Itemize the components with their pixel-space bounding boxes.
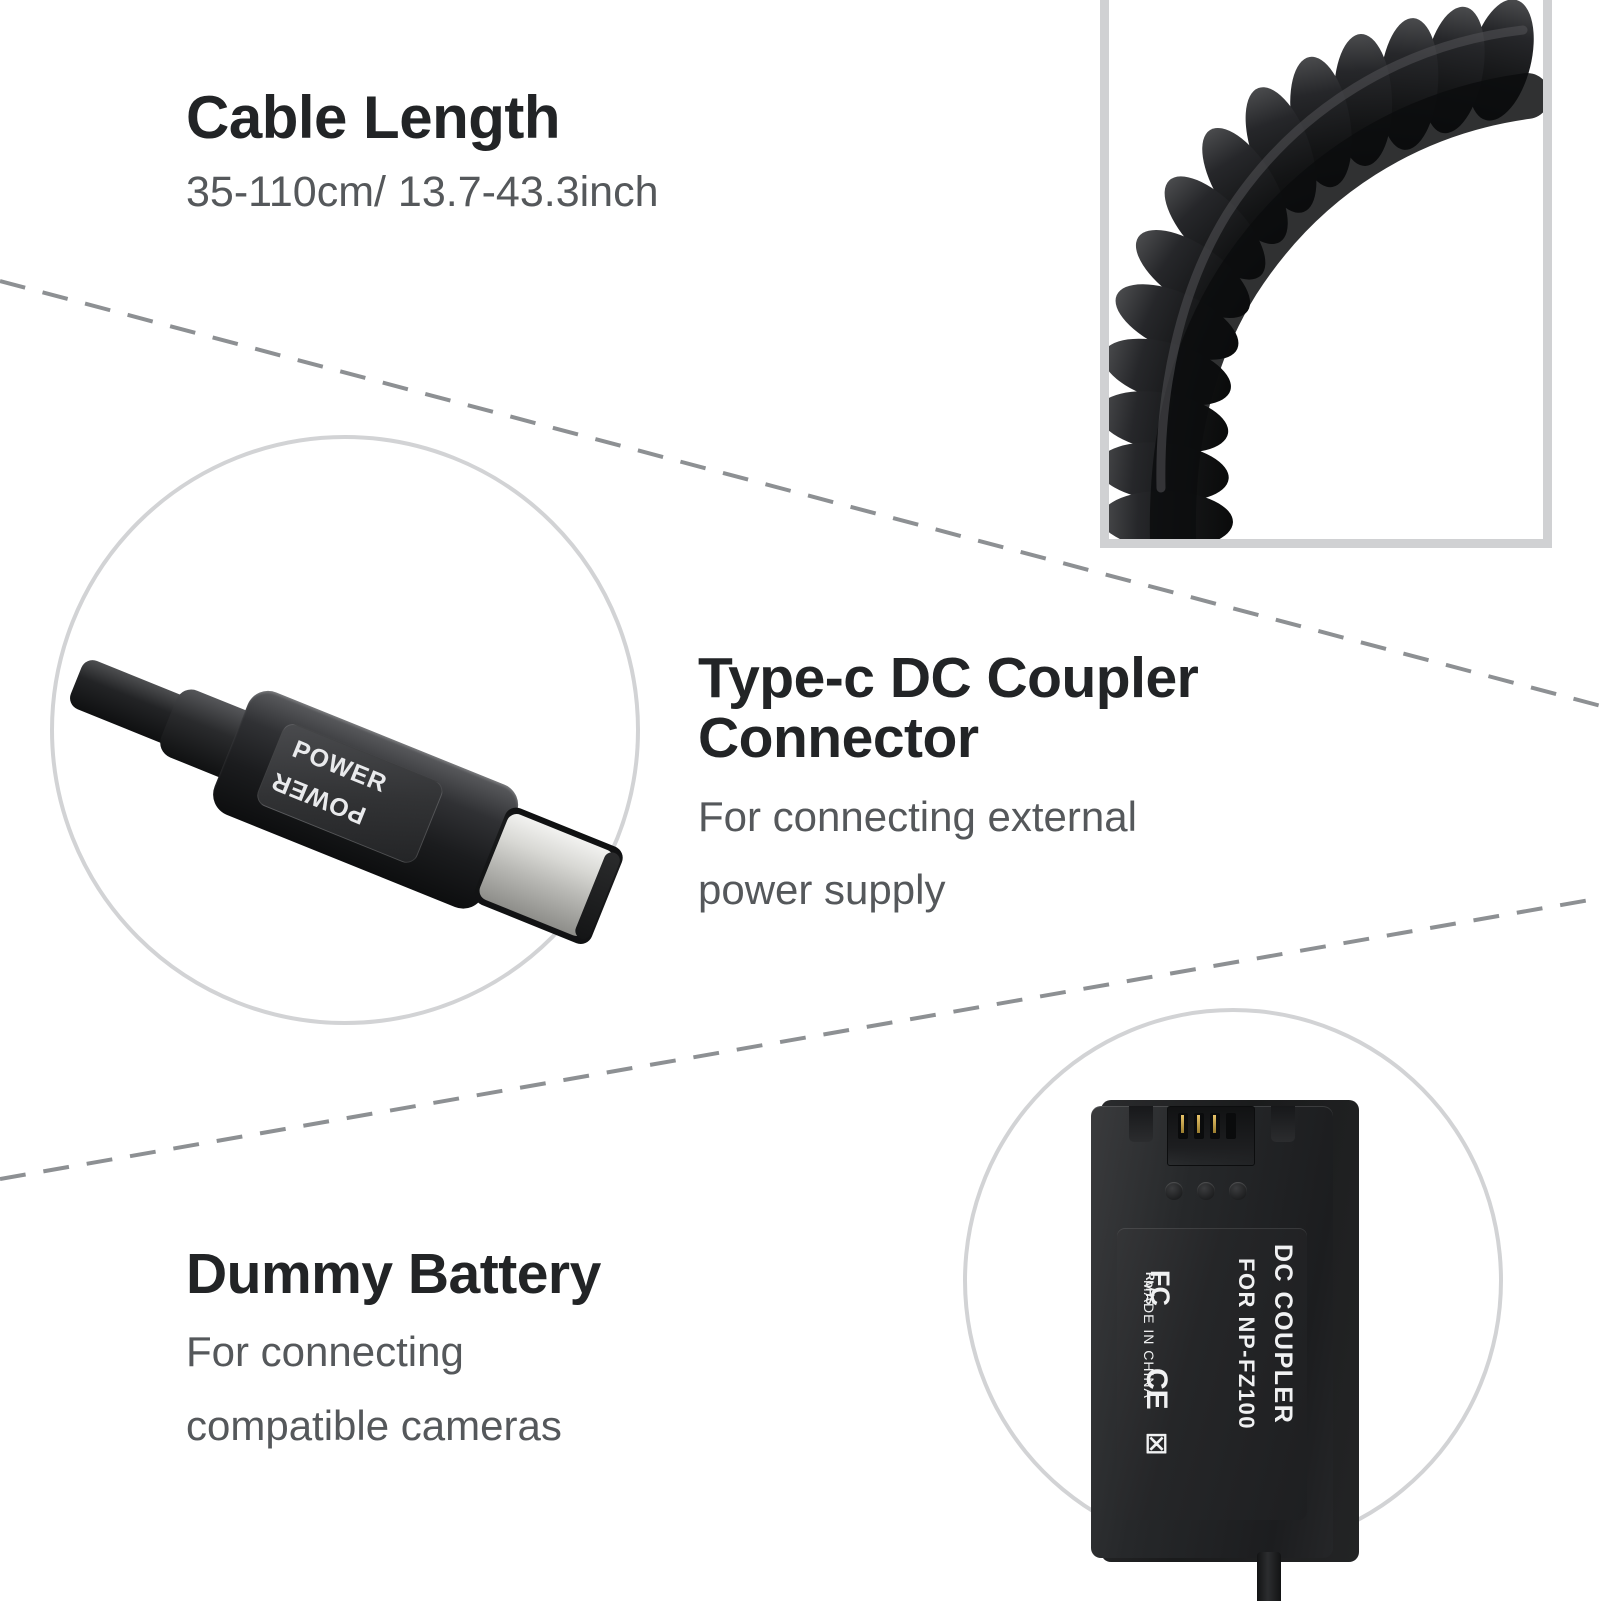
type-c-connector-photo: POWER POWER [55, 440, 635, 1020]
contact-slot [1226, 1113, 1236, 1139]
type-c-connector-illustration: POWER POWER [24, 568, 641, 1019]
dummy-battery-photo: DC COUPLER FOR NP-FZ100 MADE IN CHINA FC… [963, 1008, 1503, 1601]
section-type-c-coupler: Type-c DC Coupler Connector For connecti… [698, 648, 1398, 915]
battery-label-line1: DC COUPLER [1269, 1244, 1297, 1425]
battery-label-panel: DC COUPLER FOR NP-FZ100 MADE IN CHINA FC… [1117, 1228, 1307, 1520]
battery-notch-left [1129, 1106, 1153, 1142]
battery-contact-block [1167, 1106, 1255, 1166]
dummy-battery-subtitle-line2: compatible cameras [186, 1401, 562, 1449]
type-c-heading-line2: Connector [698, 706, 979, 771]
type-c-heading-line1: Type-c DC Coupler [698, 646, 1199, 710]
dummy-battery-heading: Dummy Battery [186, 1242, 601, 1306]
battery-label-line2: FOR NP-FZ100 [1234, 1258, 1259, 1431]
connector-circle-frame [50, 435, 640, 1025]
gold-contact-pin [1213, 1115, 1216, 1133]
type-c-subtitle-line2: power supply [698, 866, 946, 914]
battery-screw-hole [1165, 1182, 1183, 1200]
coiled-cable-photo [1109, 0, 1543, 539]
cable-length-heading: Cable Length [186, 84, 561, 151]
ce-icon: CE [1140, 1368, 1173, 1410]
battery-output-cable [1257, 1552, 1281, 1601]
cable-length-subtitle: 35-110cm/ 13.7-43.3inch [186, 167, 659, 216]
dummy-battery-illustration: DC COUPLER FOR NP-FZ100 MADE IN CHINA FC… [1091, 1100, 1361, 1601]
battery-label-line3: MADE IN CHINA [1141, 1280, 1157, 1399]
dummy-battery-subtitle-line1: For connecting [186, 1328, 464, 1376]
battery-notch-right [1271, 1106, 1295, 1142]
type-c-subtitle-line1: For connecting external [698, 792, 1137, 840]
battery-port-hole [1197, 1182, 1215, 1200]
section-cable-length: Cable Length 35-110cm/ 13.7-43.3inch [186, 86, 946, 218]
gold-contact-pin [1181, 1115, 1184, 1133]
gold-contact-pin [1197, 1115, 1200, 1133]
compliance-marks: FC RoHS CE ☒ [1140, 1268, 1231, 1498]
battery-slot-hole [1229, 1182, 1247, 1200]
rohs-icon: RoHS [1143, 1272, 1157, 1305]
coiled-cable-photo-frame [1100, 0, 1552, 548]
section-dummy-battery: Dummy Battery For connecting compatible … [186, 1244, 846, 1451]
weee-icon: ☒ [1141, 1432, 1171, 1456]
